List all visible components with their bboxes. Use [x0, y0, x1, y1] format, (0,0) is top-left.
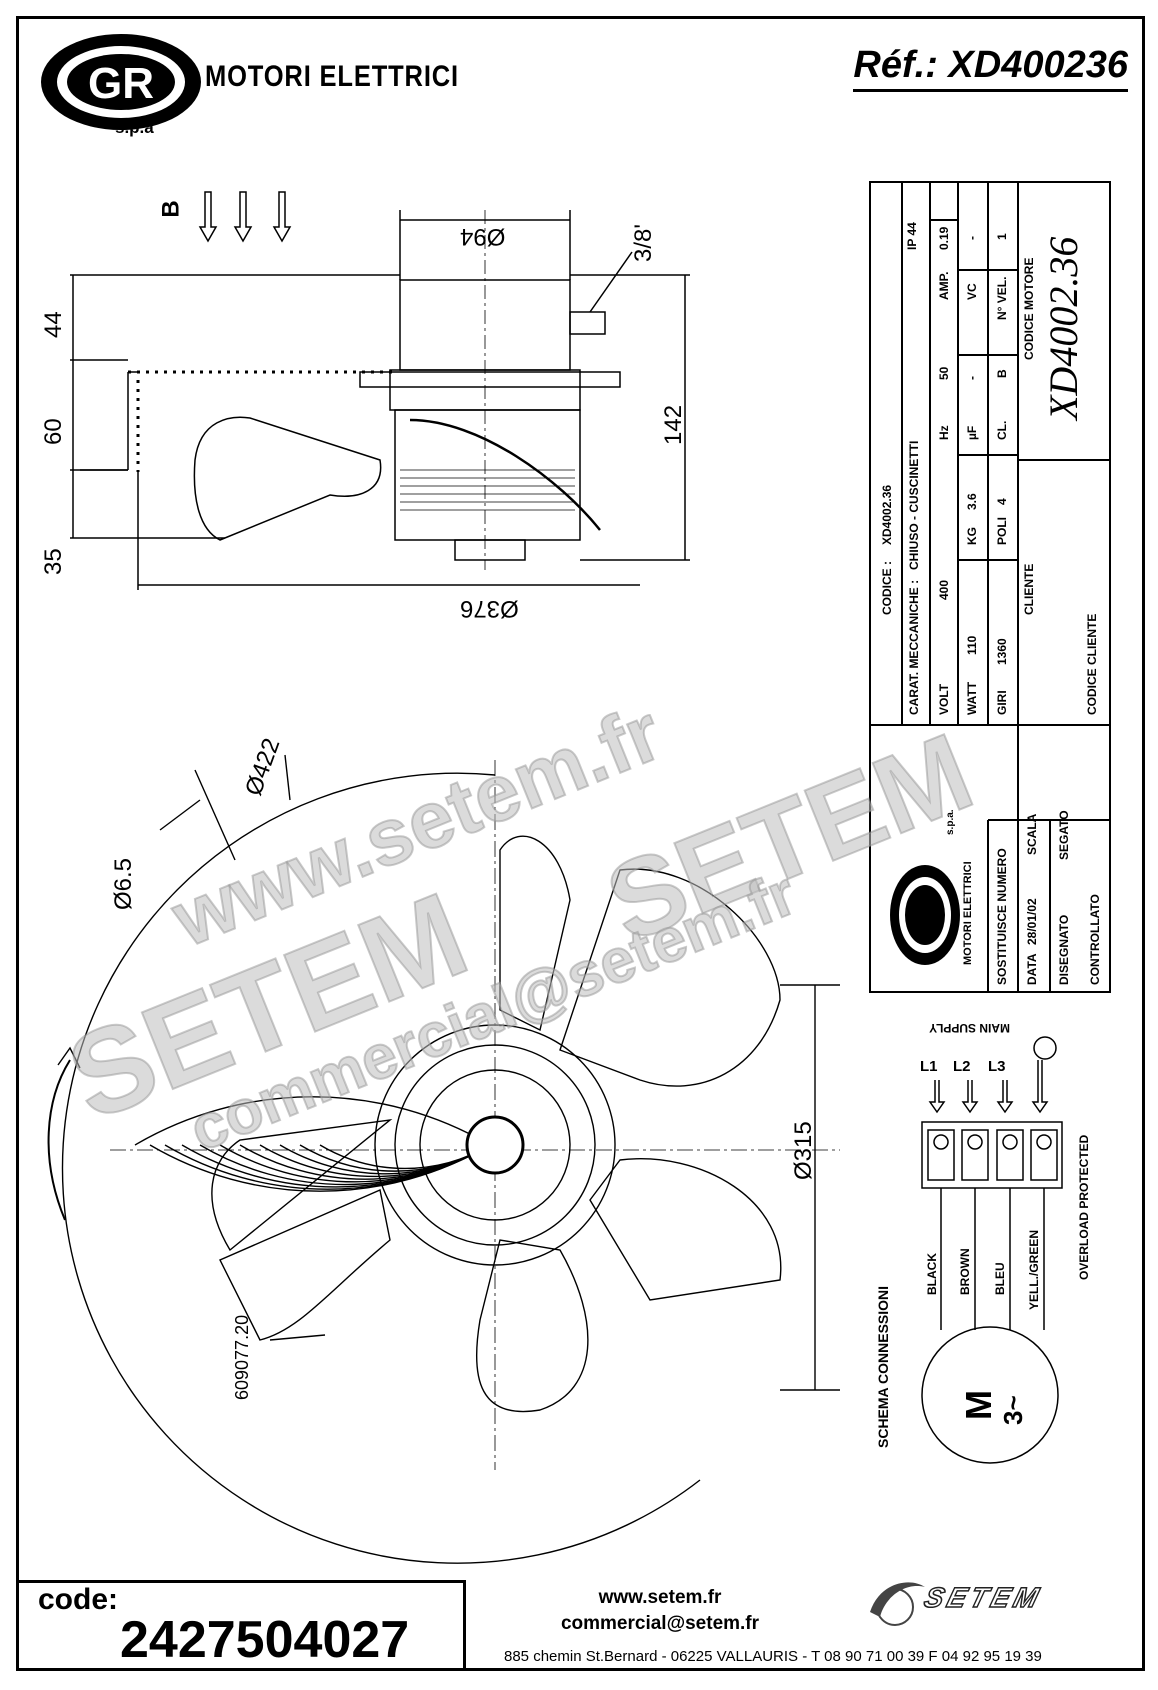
logo-subtitle: s.p.a [115, 118, 154, 137]
fan-direction-label: B [157, 200, 185, 218]
setem-swoosh-icon [870, 1582, 925, 1626]
footer-website: www.setem.fr [598, 1587, 722, 1608]
tb-sostituisce-label: SOSTITUISCE NUMERO [995, 848, 1009, 985]
contact-block: www.setem.fr commercial@setem.fr [560, 1585, 760, 1637]
wiring-diagram [921, 1036, 1063, 1464]
tb-giri-label: GIRI [995, 690, 1009, 715]
tb-cl-value: B [995, 369, 1009, 378]
tb-cliente-label: CLIENTE [1022, 563, 1036, 615]
hole-size-label: Ø6.5 [110, 857, 137, 910]
tb-nvel-label: N° VEL. [995, 276, 1009, 320]
tb-gr-logo [890, 865, 960, 965]
wiring-title: SCHEMA CONNESSIONI [875, 1285, 891, 1448]
wire-yellow-green: YELL./GREEN [1027, 1229, 1041, 1310]
motor-diameter-label: Ø94 [460, 223, 506, 250]
tb-ip: IP 44 [905, 222, 919, 250]
fan-blade-4 [475, 1239, 589, 1413]
tb-segato-label: SEGATO [1057, 810, 1071, 860]
fan-blade-2 [559, 868, 781, 1087]
code-box [16, 1580, 466, 1671]
drawing-sheet [16, 16, 1145, 1671]
footer-address: 885 chemin St.Bernard - 06225 VALLAURIS … [504, 1648, 1042, 1665]
overall-height-label: 142 [660, 404, 687, 445]
hub-outer [374, 1024, 616, 1266]
footer-email: commercial@setem.fr [560, 1613, 760, 1634]
tb-hz-value: 50 [937, 366, 951, 380]
height-mid-label: 60 [40, 418, 67, 445]
motor-body [394, 409, 581, 541]
tb-uf-label: µF [965, 425, 979, 440]
tb-giri-value: 1360 [995, 638, 1009, 665]
tb-amp-label: AMP. [937, 271, 951, 300]
tb-vc-value: - [965, 236, 979, 240]
tb-kg-label: KG [965, 527, 979, 545]
tb-codice-value: XD4002.36 [880, 484, 894, 545]
guard-rings [134, 1096, 491, 1192]
main-supply-label: MAIN SUPPLY [929, 1021, 1010, 1035]
tb-disegnato-label: DISEGNATO [1057, 914, 1071, 985]
tb-data-label: DATA [1025, 953, 1039, 985]
tb-nvel-value: 1 [995, 233, 1009, 240]
wire-bleu: BLEU [993, 1262, 1007, 1295]
tb-watt-label: WATT [965, 681, 979, 715]
outer-arc [61, 772, 701, 1564]
tb-codice-label: CODICE : [880, 561, 894, 615]
motor-phase-symbol: 3~ [998, 1395, 1028, 1425]
tb-uf-value: - [965, 376, 979, 380]
guard-diameter-label: Ø376 [460, 595, 519, 622]
tb-controllato-label: CONTROLLATO [1088, 894, 1102, 985]
fan-blade-3 [589, 1158, 782, 1301]
tb-carat-value: CHIUSO - CUSCINETTI [907, 440, 921, 570]
overload-label: OVERLOAD PROTECTED [1077, 1134, 1091, 1280]
motor-symbol-circle [921, 1326, 1059, 1464]
fan-blade-5 [219, 1189, 391, 1341]
motor-symbol: M [958, 1390, 999, 1420]
tb-poli-label: POLI [995, 516, 1009, 545]
tb-amp-value: 0.19 [937, 226, 951, 250]
height-top-label: 44 [40, 311, 67, 338]
code-value: 2427504027 [120, 1611, 410, 1669]
phase-l2: L2 [953, 1058, 971, 1075]
tb-codice-motore-label: CODICE MOTORE [1022, 257, 1036, 360]
brand-name: MOTORI ELETTRICI [205, 60, 459, 93]
gland-label: 3/8' [630, 224, 657, 262]
phase-l3: L3 [988, 1058, 1006, 1075]
tb-codice-cliente-label: CODICE CLIENTE [1085, 613, 1099, 715]
tb-codice-motore-value: XD4002.36 [1041, 236, 1086, 420]
tb-watt-value: 110 [965, 635, 979, 655]
gr-logo: GR [41, 34, 201, 130]
tb-scala-label: SCALA [1025, 813, 1039, 855]
height-bottom-label: 35 [40, 548, 67, 575]
fan-blade-6 [211, 1118, 393, 1252]
code-label: code: [38, 1583, 119, 1616]
tb-vc-label: VC [965, 283, 979, 300]
wire-black: BLACK [925, 1253, 939, 1295]
title-block [869, 181, 1111, 993]
tb-carat-label: CARAT. MECCANICHE : [907, 579, 921, 715]
cable-gland [569, 311, 606, 335]
blade-diameter-label: Ø315 [790, 1121, 817, 1180]
airflow-arrows [198, 191, 292, 243]
reference-number: Réf.: XD400236 [853, 44, 1128, 92]
fan-blade-1 [499, 835, 571, 1032]
wire-brown: BROWN [958, 1248, 972, 1295]
fan-blade-side [193, 416, 382, 541]
tb-kg-value: 3.6 [965, 493, 979, 510]
setem-logo: SETEM [920, 1581, 1046, 1614]
logo-letters: GR [88, 59, 154, 108]
tb-hz-label: Hz [937, 425, 951, 440]
phase-l1: L1 [920, 1058, 938, 1075]
blade-code-label: 609077.20 [232, 1314, 252, 1400]
tb-cl-label: CL. [995, 420, 1009, 440]
tb-poli-value: 4 [995, 498, 1009, 505]
tb-volt-value: 400 [937, 579, 951, 600]
tb-data-value: 28/01/02 [1025, 898, 1039, 945]
front-view [47, 754, 840, 1564]
